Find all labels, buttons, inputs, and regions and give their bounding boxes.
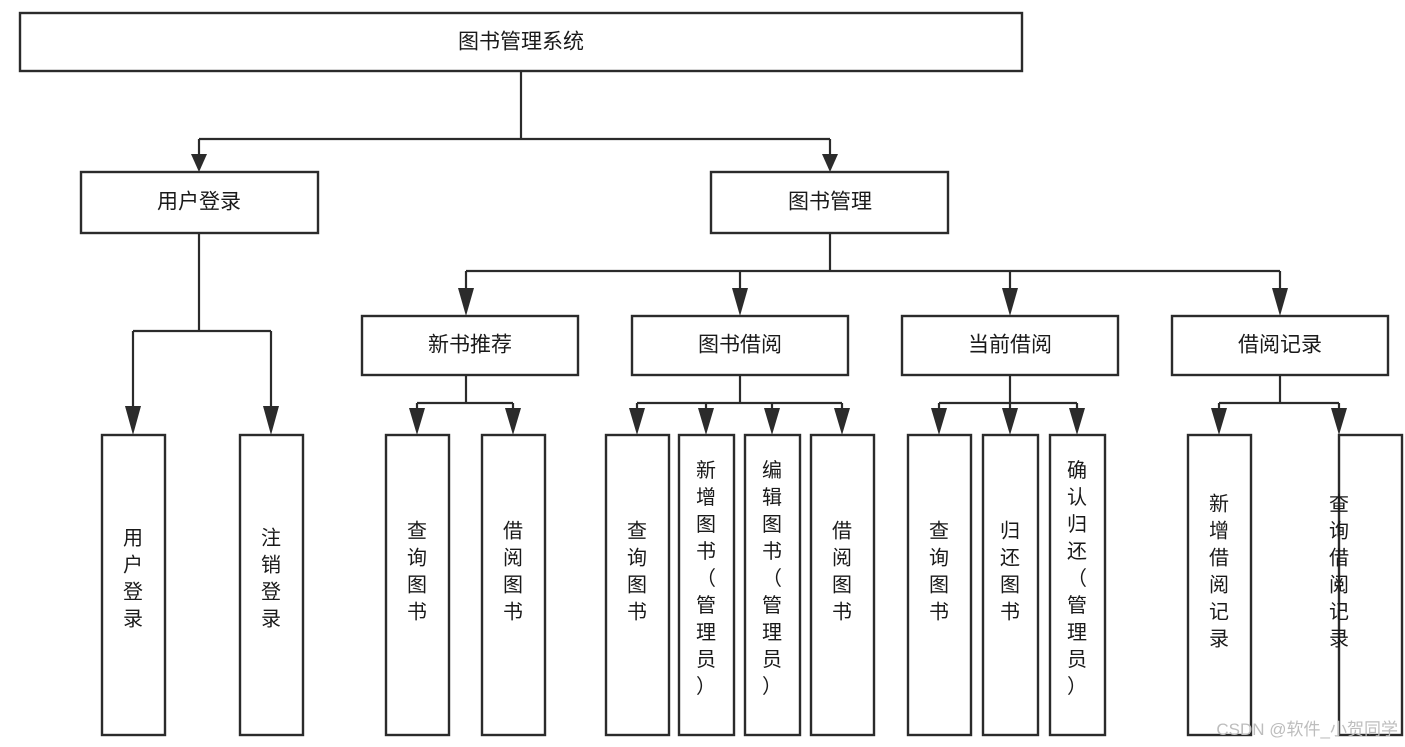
node-current-borrow-label: 当前借阅 bbox=[968, 334, 1052, 357]
node-leaf-confirm-return-admin-box bbox=[1048, 433, 1107, 737]
arrow-head-leaf-query-borrow-record bbox=[1331, 408, 1347, 435]
arrow-head-leaf-add-borrow-record bbox=[1211, 408, 1227, 435]
node-leaf-edit-book-admin-box bbox=[743, 433, 802, 737]
node-leaf-query-book-current-box bbox=[906, 433, 973, 737]
node-book-borrow-box bbox=[630, 314, 850, 377]
arrow-head-user-login bbox=[191, 154, 207, 172]
node-leaf-user-login-label: 用户登录 bbox=[123, 528, 143, 631]
node-leaf-logout-login[interactable]: 注销登录 bbox=[238, 433, 305, 737]
node-leaf-logout-login-box bbox=[238, 433, 305, 737]
node-new-book-recommend[interactable]: 新书推荐 bbox=[360, 314, 580, 377]
node-leaf-query-book-borrow-box bbox=[604, 433, 671, 737]
node-leaf-return-book-box bbox=[981, 433, 1040, 737]
node-leaf-return-book-label: 归还图书 bbox=[1000, 520, 1020, 624]
node-leaf-return-book[interactable]: 归还图书 bbox=[981, 433, 1040, 737]
node-leaf-query-borrow-record-box bbox=[1337, 433, 1404, 737]
arrow-head-leaf-add-book-admin bbox=[698, 408, 714, 435]
node-leaf-logout-login-label: 注销登录 bbox=[261, 527, 281, 631]
node-leaf-borrow-book-recommend-label: 借阅图书 bbox=[503, 520, 523, 624]
node-book-borrow-label: 图书借阅 bbox=[698, 334, 782, 357]
node-leaf-borrow-book-recommend[interactable]: 借阅图书 bbox=[480, 433, 547, 737]
node-new-book-recommend-box bbox=[360, 314, 580, 377]
arrow-head-book-management bbox=[822, 154, 838, 172]
arrow-head-leaf-confirm-return-admin bbox=[1069, 408, 1085, 435]
node-root-box bbox=[18, 11, 1024, 73]
node-leaf-confirm-return-admin[interactable]: 确认归还（管理员） bbox=[1048, 433, 1107, 737]
arrow-head-leaf-query-book-recommend bbox=[409, 408, 425, 435]
node-leaf-borrow-book-recommend-box bbox=[480, 433, 547, 737]
arrow-head-new-book-recommend bbox=[458, 288, 474, 316]
node-leaf-query-borrow-record[interactable]: 查询借阅记录 bbox=[1329, 433, 1404, 737]
node-root-label: 图书管理系统 bbox=[458, 31, 584, 54]
arrow-head-leaf-return-book bbox=[1002, 408, 1018, 435]
node-leaf-add-borrow-record-label: 新增借阅记录 bbox=[1209, 493, 1229, 651]
node-book-management[interactable]: 图书管理 bbox=[709, 170, 950, 235]
node-leaf-edit-book-admin[interactable]: 编辑图书（管理员） bbox=[743, 433, 802, 737]
node-book-management-box bbox=[709, 170, 950, 235]
csdn-watermark: CSDN @软件_小贺同学 bbox=[1216, 720, 1398, 739]
node-leaf-borrow-book-borrow-label: 借阅图书 bbox=[832, 520, 852, 624]
node-leaf-query-book-current[interactable]: 查询图书 bbox=[906, 433, 973, 737]
node-user-login-box bbox=[79, 170, 320, 235]
node-leaf-user-login[interactable]: 用户登录 bbox=[100, 433, 167, 737]
node-leaf-confirm-return-admin-label: 确认归还（管理员） bbox=[1067, 459, 1087, 698]
node-book-borrow[interactable]: 图书借阅 bbox=[630, 314, 850, 377]
node-leaf-user-login-box bbox=[100, 433, 167, 737]
node-borrow-record[interactable]: 借阅记录 bbox=[1170, 314, 1390, 377]
node-current-borrow[interactable]: 当前借阅 bbox=[900, 314, 1120, 377]
node-borrow-record-label: 借阅记录 bbox=[1238, 334, 1322, 357]
node-leaf-query-borrow-record-label: 查询借阅记录 bbox=[1329, 493, 1349, 651]
node-leaf-add-book-admin-label: 新增图书（管理员） bbox=[696, 459, 716, 698]
node-borrow-record-box bbox=[1170, 314, 1390, 377]
arrow-head-leaf-edit-book-admin bbox=[764, 408, 780, 435]
connector-group bbox=[125, 71, 1347, 435]
arrow-head-borrow-record bbox=[1272, 288, 1288, 316]
node-leaf-add-borrow-record[interactable]: 新增借阅记录 bbox=[1186, 433, 1253, 737]
node-root[interactable]: 图书管理系统 bbox=[18, 11, 1024, 73]
node-user-login-label: 用户登录 bbox=[157, 191, 241, 214]
node-leaf-edit-book-admin-label: 编辑图书（管理员） bbox=[762, 459, 782, 698]
node-leaf-query-book-recommend[interactable]: 查询图书 bbox=[384, 433, 451, 737]
node-leaf-query-book-borrow[interactable]: 查询图书 bbox=[604, 433, 671, 737]
node-leaf-query-book-borrow-label: 查询图书 bbox=[627, 520, 647, 624]
arrow-head-leaf-user-login bbox=[125, 406, 141, 435]
arrow-head-leaf-borrow-book-borrow bbox=[834, 408, 850, 435]
node-leaf-query-book-recommend-box bbox=[384, 433, 451, 737]
arrow-head-leaf-borrow-book-recommend bbox=[505, 408, 521, 435]
node-user-login[interactable]: 用户登录 bbox=[79, 170, 320, 235]
node-leaf-borrow-book-borrow-box bbox=[809, 433, 876, 737]
node-leaf-add-book-admin[interactable]: 新增图书（管理员） bbox=[677, 433, 736, 737]
node-leaf-add-book-admin-box bbox=[677, 433, 736, 737]
node-book-management-label: 图书管理 bbox=[788, 191, 872, 214]
arrow-head-leaf-query-book-current bbox=[931, 408, 947, 435]
node-leaf-query-book-current-label: 查询图书 bbox=[929, 520, 949, 624]
node-leaf-add-borrow-record-box bbox=[1186, 433, 1253, 737]
arrow-head-book-borrow bbox=[732, 288, 748, 316]
node-leaf-borrow-book-borrow[interactable]: 借阅图书 bbox=[809, 433, 876, 737]
arrow-head-leaf-logout-login bbox=[263, 406, 279, 435]
arrow-head-leaf-query-book-borrow bbox=[629, 408, 645, 435]
node-current-borrow-box bbox=[900, 314, 1120, 377]
arrow-head-current-borrow bbox=[1002, 288, 1018, 316]
node-new-book-recommend-label: 新书推荐 bbox=[428, 334, 512, 357]
node-leaf-query-book-recommend-label: 查询图书 bbox=[407, 520, 427, 624]
